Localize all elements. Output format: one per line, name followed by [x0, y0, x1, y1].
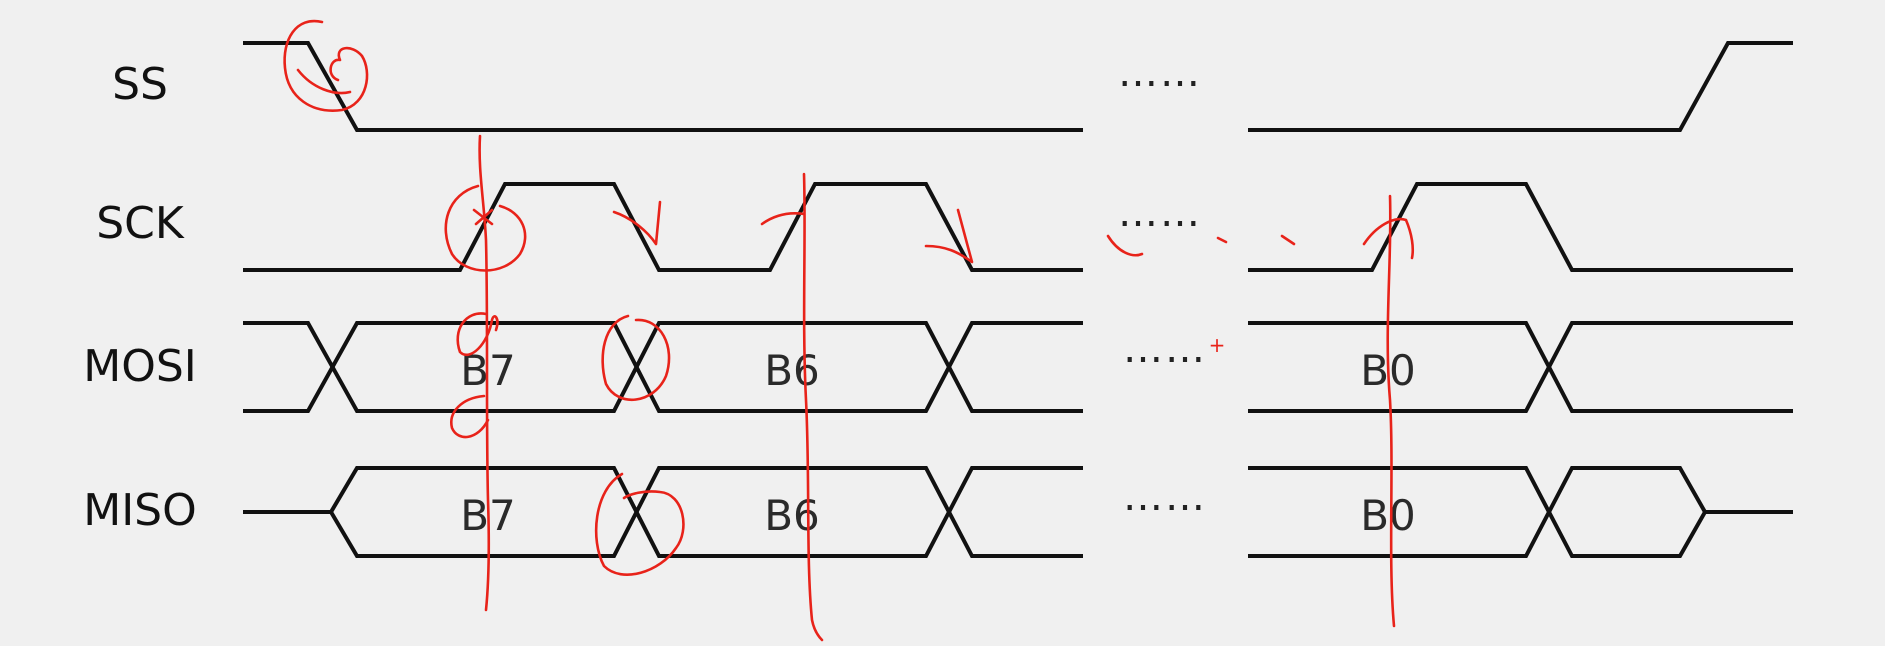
miso-bus-top	[243, 466, 1083, 558]
sck-waveform-end	[1248, 182, 1793, 272]
miso-bus-bottom-end	[1248, 466, 1707, 558]
sck-ellipsis: ……	[1118, 190, 1202, 236]
signal-label-sck: SCK	[96, 198, 185, 249]
handwritten-annotations	[283, 19, 1415, 642]
ss-waveform-end	[1248, 41, 1793, 132]
mosi-bit-b6: B6	[764, 346, 820, 395]
mosi-cross-circle	[601, 314, 671, 401]
sample-line-b7	[478, 134, 491, 612]
miso-bit-b6: B6	[764, 491, 820, 540]
ss-waveform	[243, 41, 1083, 132]
mosi-b7-loop-top	[456, 312, 499, 356]
sample-line-b0	[1386, 194, 1396, 628]
miso-bit-b0: B0	[1360, 491, 1416, 540]
miso-ellipsis: ……	[1123, 474, 1207, 520]
gap-dash-3	[1280, 234, 1296, 246]
sck-edge-circle	[444, 184, 527, 272]
mosi-b7-loop-bottom	[450, 394, 490, 439]
gap-dash-2	[1216, 236, 1228, 244]
signal-label-miso: MISO	[83, 485, 197, 536]
miso-bus-bottom	[329, 466, 1083, 558]
ss-ellipsis: ……	[1118, 50, 1202, 96]
mosi-bus-bottom	[243, 321, 1083, 413]
annotation-plus-mark: +	[1209, 333, 1226, 357]
mosi-bus-bottom-end	[1248, 321, 1793, 413]
gap-dash-1	[1106, 234, 1144, 257]
sck-falling-arrow-2	[924, 208, 974, 264]
mosi-ellipsis: ……	[1123, 326, 1207, 372]
miso-bus-top-end	[1248, 466, 1793, 558]
miso-cross-circle	[594, 472, 685, 576]
sck-rising-tick-3	[1362, 217, 1415, 260]
signal-label-mosi: MOSI	[83, 341, 197, 392]
sck-rising-tick-2	[760, 212, 806, 226]
sck-falling-arrow-1	[612, 200, 662, 246]
mosi-bus-top-end	[1248, 321, 1793, 413]
sck-waveform	[243, 182, 1083, 272]
signal-label-ss: SS	[112, 59, 168, 110]
ss-edge-curve	[296, 68, 352, 95]
sample-line-b6	[802, 172, 824, 642]
ss-edge-circle	[283, 19, 369, 112]
